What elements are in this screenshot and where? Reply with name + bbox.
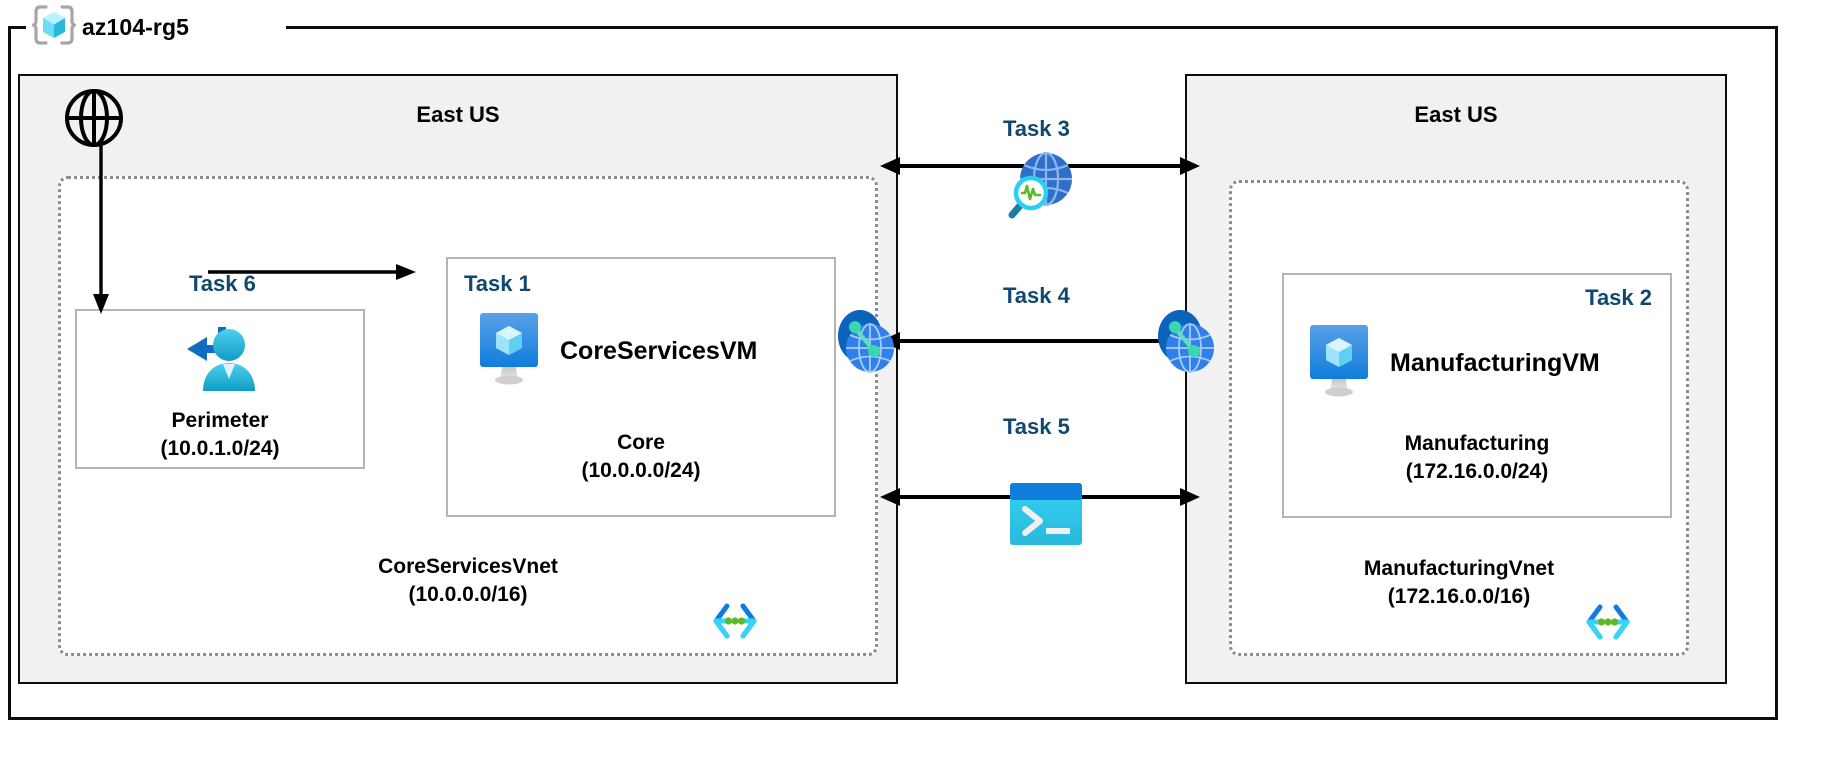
vm-coreservicesvm: CoreServicesVM (474, 311, 757, 392)
vnet-coreservices: Perimeter (10.0.1.0/24) (58, 176, 878, 656)
subnet-core-caption: Core (10.0.0.0/24) (581, 431, 701, 483)
task-label-3: Task 3 (1003, 116, 1070, 141)
azure-resource-group-icon (31, 3, 77, 52)
virtual-machine-icon (1304, 323, 1374, 404)
resource-group-title: az104-rg5 (31, 3, 190, 52)
globe-icon (62, 86, 126, 155)
vnet-coreservices-caption: CoreServicesVnet (10.0.0.0/16) (378, 555, 558, 607)
vm-name-manufacturingvm: ManufacturingVM (1390, 349, 1600, 377)
arrow-perimeter-to-core (208, 264, 416, 280)
subnet-group-icon (1584, 601, 1630, 641)
vnet-manufacturing: Task 2 (1229, 180, 1689, 656)
subnet-manufacturing-caption: Manufacturing (172.16.0.0/24) (1404, 432, 1550, 484)
subnet-perimeter: Perimeter (10.0.1.0/24) (75, 309, 365, 469)
resource-group-title-notch (26, 16, 286, 38)
vnet-peering-icon (832, 306, 900, 387)
region-panel-east-us-right: East US Task 2 (1185, 74, 1727, 684)
resource-group-name: az104-rg5 (82, 13, 190, 40)
vm-manufacturingvm: ManufacturingVM (1304, 323, 1600, 404)
virtual-machine-icon (474, 311, 544, 392)
cloud-shell-icon (1008, 481, 1084, 552)
task-label-6: Task 6 (189, 271, 256, 296)
vm-name-coreservicesvm: CoreServicesVM (560, 337, 758, 365)
subnet-core: Task 1 (446, 257, 836, 517)
task-label-2: Task 2 (1585, 285, 1652, 310)
arrow-internet-to-perimeter (93, 142, 109, 314)
subnet-perimeter-caption: Perimeter (10.0.1.0/24) (160, 409, 280, 461)
task-label-1: Task 1 (464, 271, 531, 296)
region-panel-east-us-left: East US Perimeter (10.0.1.0/24) (18, 74, 898, 684)
task-label-4: Task 4 (1003, 283, 1070, 308)
user-login-icon (177, 323, 267, 408)
network-watcher-icon (1000, 145, 1080, 230)
region-title-left: East US (416, 102, 500, 127)
region-title-right: East US (1414, 102, 1498, 127)
task-label-5: Task 5 (1003, 414, 1070, 439)
vnet-peering-icon (1152, 306, 1220, 387)
subnet-manufacturing: Task 2 (1282, 273, 1672, 518)
subnet-group-icon (711, 600, 757, 640)
vnet-manufacturing-caption: ManufacturingVnet (172.16.0.0/16) (1363, 557, 1555, 609)
